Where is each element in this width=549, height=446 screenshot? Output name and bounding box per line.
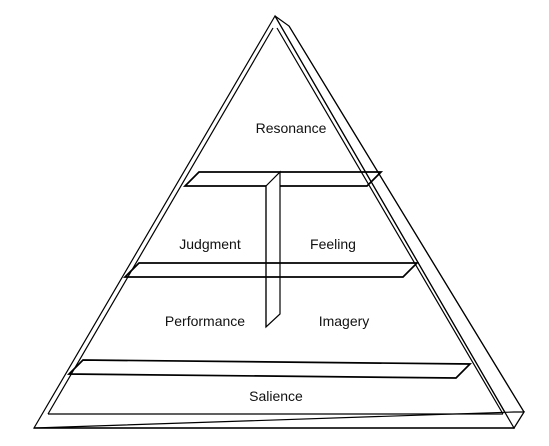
pyramid-outline — [32, 14, 516, 429]
pyramid-inner-right-edge — [276, 27, 504, 415]
middle-divider-slab — [122, 262, 420, 278]
judgment-label: Judgment — [179, 236, 241, 252]
salience-label: Salience — [249, 388, 303, 404]
performance-label: Performance — [165, 313, 245, 329]
lower-divider-slab — [66, 359, 473, 379]
feeling-label: Feeling — [310, 236, 356, 252]
vertical-divider — [265, 170, 281, 329]
pyramid-depth-edge — [288, 25, 525, 413]
pyramid-side-face — [274, 15, 525, 430]
resonance-label: Resonance — [256, 120, 327, 136]
imagery-label: Imagery — [319, 313, 370, 329]
pyramid-inner-left-edge — [47, 27, 274, 415]
top-divider-slab — [182, 171, 384, 187]
